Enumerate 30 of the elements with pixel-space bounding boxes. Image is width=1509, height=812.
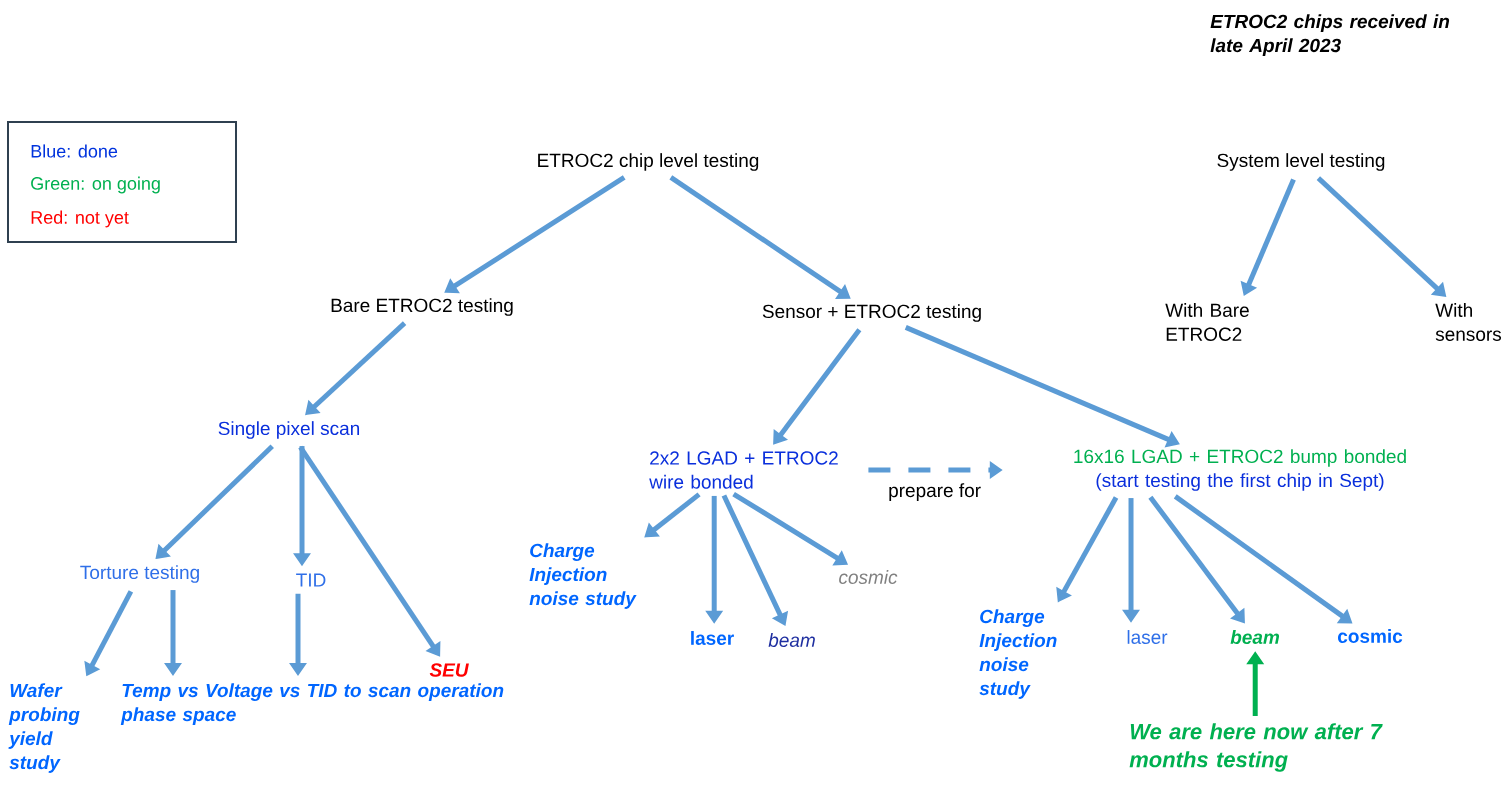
text-label: cosmic [1338,629,1403,643]
text-label: Charge Injection noise study [979,609,1057,699]
text-label: cosmic [839,570,898,584]
text-label: laser [1127,630,1168,644]
text-label: Torture testing [80,565,199,583]
text-label: 2x2 LGAD + ETROC2 wire bonded [649,451,838,489]
arrow [773,328,862,445]
text-label: 16x16 LGAD + ETROC2 bump bonded (start testing the first chip in Sept) [1074,449,1406,491]
text-label: TID [296,573,326,587]
edge-label: prepare for [887,482,983,502]
text-label: With Bare ETROC2 [1165,303,1249,341]
text-label: Wafer probing yield study [8,683,80,773]
text-label: Sensor + ETROC2 testing [762,304,981,322]
text-label: beam [1230,630,1280,644]
text-label: With sensors [1435,303,1502,341]
legend-entry: Blue: done [31,144,118,158]
text-label: We are here now after 7 months testing [1129,723,1383,772]
text-label: beam [768,633,815,647]
legend-entry: Green: on going [31,176,160,194]
text-label: laser [691,631,734,645]
text-label: Single pixel scan [218,421,359,439]
note-text: ETROC2 chips received in late April 2023 [1210,14,1450,56]
text-label: Temp vs Voltage vs TID to scan operation phase space [120,683,504,725]
arrow [644,492,701,538]
text-label: SEU [429,663,469,677]
legend-entry: Red: not yet [31,210,129,228]
text-label: Bare ETROC2 testing [331,298,513,316]
text-label: System level testing [1217,153,1385,171]
text-label: ETROC2 chip level testing [538,153,759,171]
text-label: Charge Injection noise study [529,543,637,609]
